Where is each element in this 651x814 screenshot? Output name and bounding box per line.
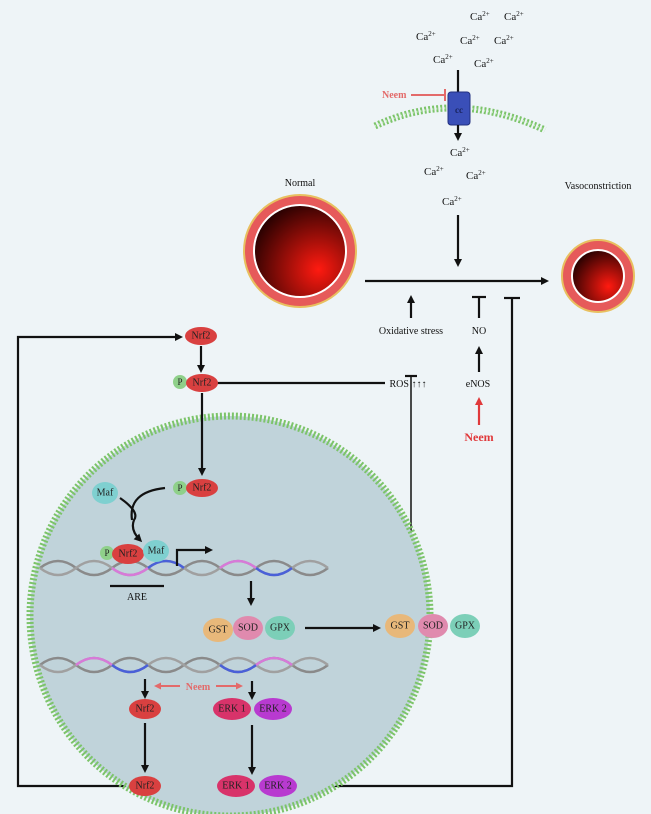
no-label: NO [472,326,486,337]
svg-text:SOD: SOD [238,623,258,634]
phospho-nrf2-cytoplasm: P Nrf2 [173,374,218,392]
svg-text:Ca2+: Ca2+ [474,57,494,70]
svg-text:SOD: SOD [423,621,443,632]
oxidative-stress-label: Oxidative stress [379,326,443,337]
nucleus [26,412,434,814]
antioxidant-enzymes-nucleus: GST SOD GPX [203,616,295,642]
svg-text:Nrf2: Nrf2 [136,704,155,715]
svg-text:GPX: GPX [455,621,476,632]
channel-label: cc [455,105,463,115]
maf: Maf [92,482,118,504]
phospho-nrf2-nucleus: P Nrf2 [173,479,218,497]
svg-text:Ca2+: Ca2+ [442,195,462,208]
nrf2-feedback-loop [16,333,183,788]
svg-text:Nrf2: Nrf2 [192,331,211,342]
svg-text:Ca2+: Ca2+ [450,146,470,159]
svg-text:Ca2+: Ca2+ [494,34,514,47]
antioxidant-enzymes-cytoplasm: GST SOD GPX [385,614,480,638]
are-label: ARE [127,592,147,603]
svg-text:Nrf2: Nrf2 [119,549,138,560]
svg-text:P: P [177,483,182,493]
nrf2-cytoplasm: Nrf2 [185,327,217,345]
svg-text:P: P [104,548,109,558]
svg-text:Ca2+: Ca2+ [504,10,524,23]
svg-text:Ca2+: Ca2+ [433,53,453,66]
normal-vessel [243,194,357,308]
transcription-start-arrow [175,546,213,566]
calcium-ions-intracellular: Ca2+ Ca2+ Ca2+ Ca2+ [424,146,486,208]
dna-strand-upper [39,559,329,577]
svg-text:Ca2+: Ca2+ [470,10,490,23]
svg-text:ERK 1: ERK 1 [218,704,246,715]
constricted-vessel [561,239,635,313]
svg-text:GST: GST [209,625,228,636]
svg-text:ERK 2: ERK 2 [264,781,292,792]
svg-text:GST: GST [391,621,410,632]
svg-text:Nrf2: Nrf2 [136,781,155,792]
dna-strand-lower [39,656,329,674]
erk-inhibits-vasoconstriction [305,298,514,788]
normal-label: Normal [285,178,316,189]
neem-label-channel: Neem [382,90,407,101]
svg-text:Ca2+: Ca2+ [416,30,436,43]
enos-label: eNOS [466,379,490,390]
vasoconstriction-label: Vasoconstriction [565,181,632,192]
p-nrf2-maf-complex: P Nrf2 Maf [100,540,169,564]
nrf2-exported: Nrf2 [129,776,161,796]
svg-text:ERK 1: ERK 1 [222,781,250,792]
calcium-ions-extracellular: Ca2+ Ca2+ Ca2+ Ca2+ Ca2+ Ca2+ Ca2+ [416,10,524,70]
svg-text:P: P [177,377,182,387]
erk-exported: ERK 1 ERK 2 [217,775,297,797]
svg-text:Nrf2: Nrf2 [193,483,212,494]
neem-label-enos: Neem [464,430,493,444]
svg-text:Maf: Maf [97,488,114,499]
ros-label: ROS ↑↑↑ [390,379,427,390]
svg-text:GPX: GPX [270,623,291,634]
neem-label-nucleus: Neem [186,682,211,693]
svg-text:Ca2+: Ca2+ [460,34,480,47]
svg-text:Ca2+: Ca2+ [466,169,486,182]
erk-nucleus: ERK 1 ERK 2 [213,698,292,720]
nrf2-nucleus-induced: Nrf2 [129,699,161,719]
svg-text:ERK 2: ERK 2 [259,704,287,715]
svg-text:Ca2+: Ca2+ [424,165,444,178]
svg-text:Maf: Maf [148,546,165,557]
svg-text:Nrf2: Nrf2 [193,378,212,389]
